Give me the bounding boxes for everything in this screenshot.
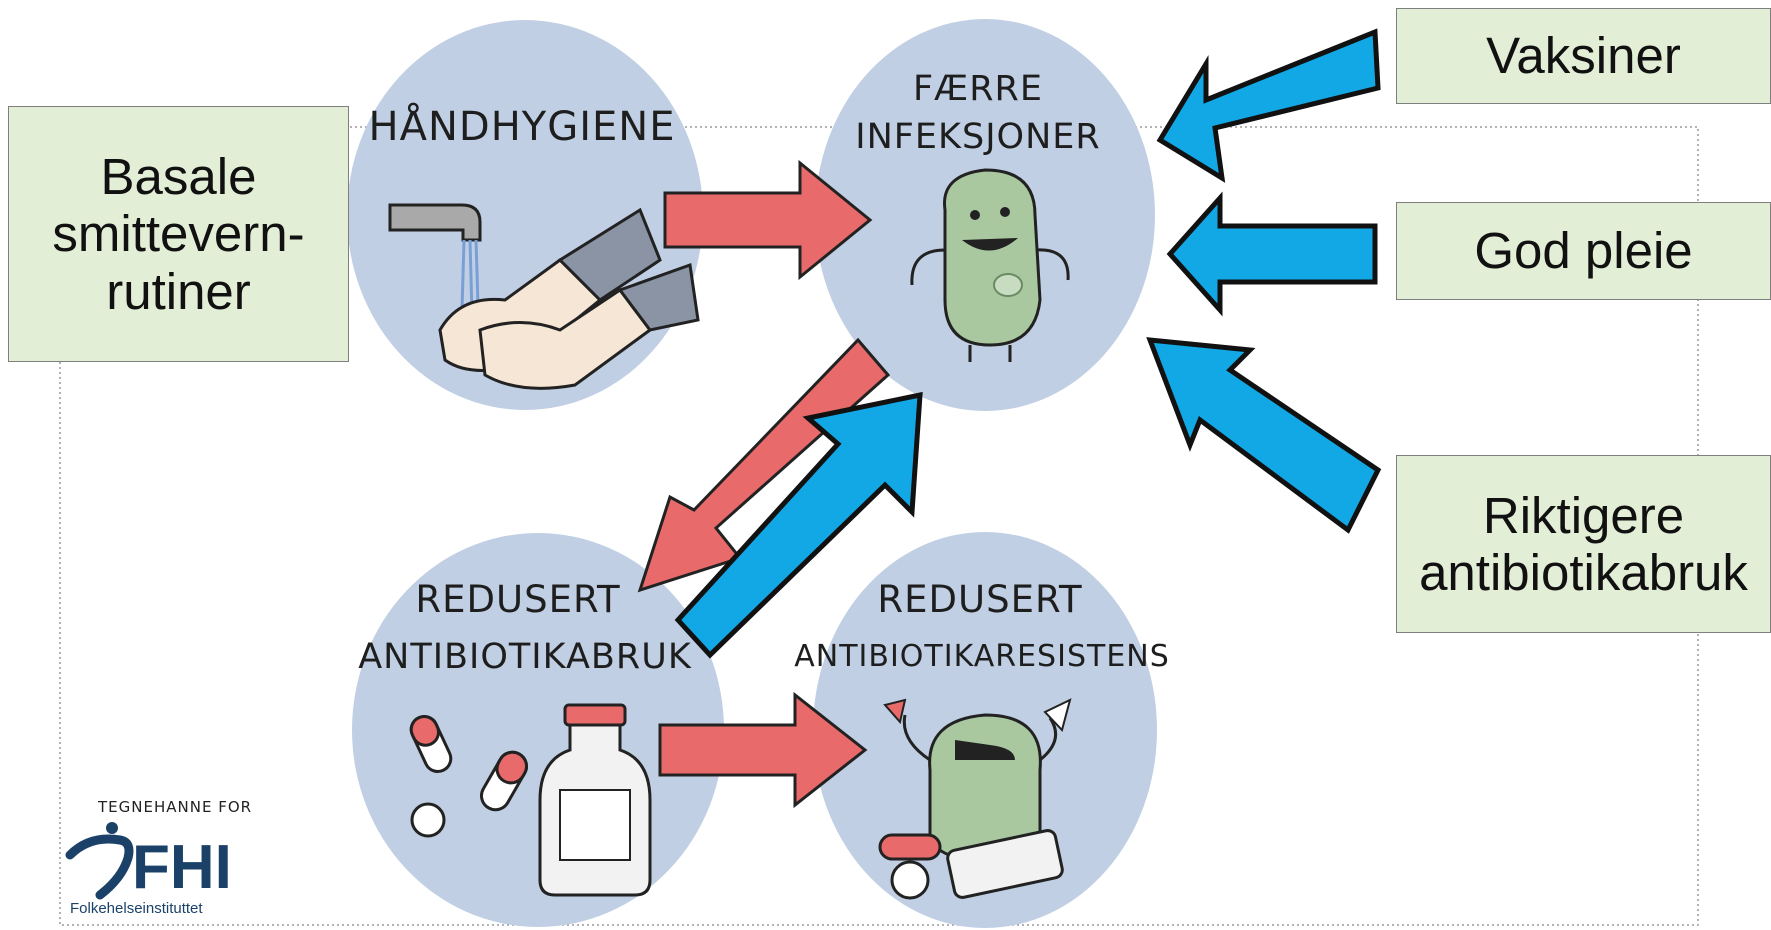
circle-title-redusert-resistens-line2: ANTIBIOTIKARESISTENS xyxy=(794,639,1170,674)
label-basale-line2: smittevern- xyxy=(52,205,305,263)
fhi-logo: TEGNEHANNE FOR FHI Folkehelseinstituttet xyxy=(65,798,252,917)
red-arrow-antibiotics-to-resistance xyxy=(658,691,868,809)
logo-caption: TEGNEHANNE FOR xyxy=(97,798,252,816)
blue-arrow-god-pleie xyxy=(1166,191,1378,317)
blue-arrow-riktigere xyxy=(1146,337,1382,534)
logo-swoosh-icon xyxy=(65,834,134,900)
red-arrow-infections-to-antibiotics xyxy=(637,337,891,593)
label-basale-line1: Basale xyxy=(100,148,257,206)
circle-title-faerre-line2: INFEKSJONER xyxy=(855,117,1100,157)
label-basale-line3: rutiner xyxy=(106,262,251,320)
resistant-germ-illustration xyxy=(878,698,1072,900)
circle-title-redusert-bruk-line2: ANTIBIOTIKABRUK xyxy=(358,637,692,677)
circle-title-redusert-resistens-line1: REDUSERT xyxy=(877,578,1082,621)
label-riktigere-line1: Riktigere xyxy=(1482,486,1685,544)
pills-illustration xyxy=(409,703,652,897)
label-vaksiner: Vaksiner xyxy=(1396,8,1771,104)
red-arrow-hygiene-to-infections xyxy=(663,159,873,281)
germ-illustration xyxy=(910,168,1070,362)
label-vaksiner-text: Vaksiner xyxy=(1486,27,1681,85)
logo-org: Folkehelseinstituttet xyxy=(70,900,203,917)
label-riktigere-antibiotikabruk: Riktigere antibiotikabruk xyxy=(1396,455,1771,633)
label-riktigere-line2: antibiotikabruk xyxy=(1419,544,1748,601)
label-god-pleie-text: God pleie xyxy=(1474,222,1693,280)
blue-arrow-vaksiner xyxy=(1156,28,1381,183)
logo-name: FHI xyxy=(132,833,232,902)
label-god-pleie: God pleie xyxy=(1396,202,1771,300)
circle-title-handhygiene: HÅNDHYGIENE xyxy=(369,102,676,150)
handwashing-illustration xyxy=(388,203,700,390)
circle-title-redusert-bruk-line1: REDUSERT xyxy=(415,578,620,621)
label-basale-smittevernrutiner: Basale smittevern- rutiner xyxy=(8,106,349,362)
blue-arrow-antibiotics-to-infections xyxy=(674,391,923,659)
circle-title-faerre-line1: FÆRRE xyxy=(913,69,1043,109)
